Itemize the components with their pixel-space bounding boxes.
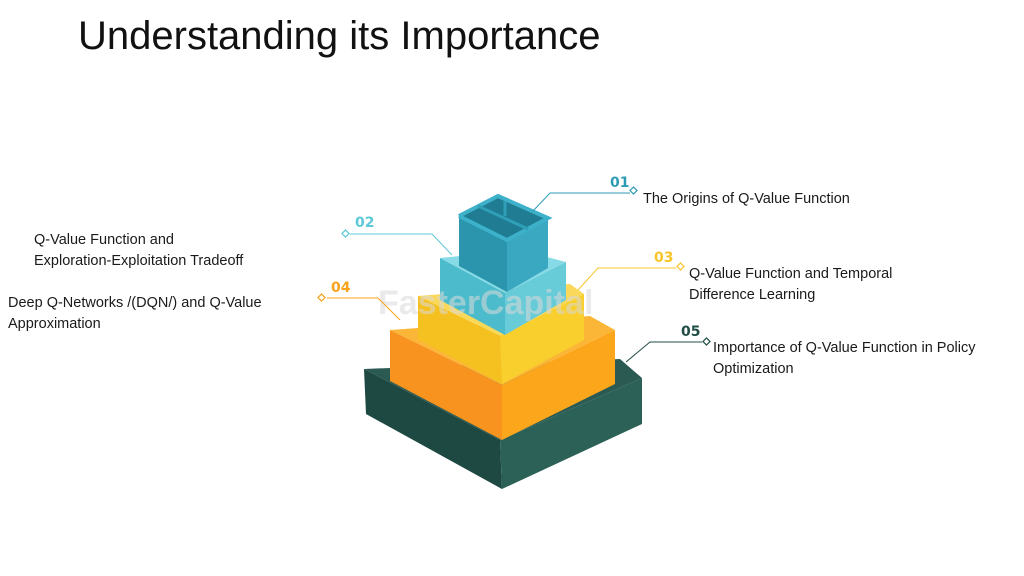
layer-03-number: 03: [654, 250, 673, 266]
layer-04-label-line-1: Deep Q-Networks /(DQN/) and Q-Value: [8, 295, 262, 311]
layer-01-rim: [458, 193, 553, 243]
layer-04-left-face: [390, 330, 502, 440]
layer-02-number: 02: [355, 215, 374, 231]
layer-04-label: Deep Q-Networks /(DQN/) and Q-Value Appr…: [8, 293, 262, 335]
layer-01-label-line: The Origins of Q-Value Function: [643, 191, 850, 207]
layer-01-block: [458, 193, 553, 292]
connector-04: [327, 297, 401, 321]
layer-04-label-line-2: Approximation: [8, 316, 101, 332]
layer-03-label-line-2: Difference Learning: [689, 287, 816, 303]
connector-01: [531, 192, 630, 213]
layer-02-right-face: [505, 262, 566, 335]
layer-03-left-face: [418, 296, 502, 384]
layer-05-left-face: [364, 369, 502, 489]
layer-03-label: Q-Value Function and Temporal Difference…: [689, 264, 892, 306]
watermark: FasterCapital: [378, 284, 593, 322]
slide-title: Understanding its Importance: [78, 14, 601, 58]
connector-02: [350, 233, 453, 256]
layer-02-left-face: [440, 258, 505, 335]
layer-05-label-line-2: Optimization: [713, 361, 794, 377]
layer-02-label: Q-Value Function and Exploration-Exploit…: [34, 230, 243, 272]
layer-01-number: 01: [610, 175, 629, 191]
layer-04-number: 04: [331, 280, 351, 296]
layer-05-label: Importance of Q-Value Function in Policy…: [713, 338, 975, 380]
connectors: 01 02 03 04 05: [317, 175, 711, 363]
layer-02-label-line-1: Q-Value Function and: [34, 232, 174, 248]
layer-05-right-face: [500, 378, 642, 489]
layer-05-number: 05: [681, 324, 700, 340]
connector-03: [577, 267, 676, 291]
layer-04-right-face: [502, 330, 615, 440]
layer-03-right-face: [500, 294, 584, 384]
layer-05-label-line-1: Importance of Q-Value Function in Policy: [713, 340, 976, 356]
layer-03-label-line-1: Q-Value Function and Temporal: [689, 266, 893, 282]
layer-02-label-line-2: Exploration-Exploitation Tradeoff: [34, 253, 244, 269]
layer-01-label: The Origins of Q-Value Function: [643, 189, 850, 210]
connector-05: [625, 341, 702, 363]
